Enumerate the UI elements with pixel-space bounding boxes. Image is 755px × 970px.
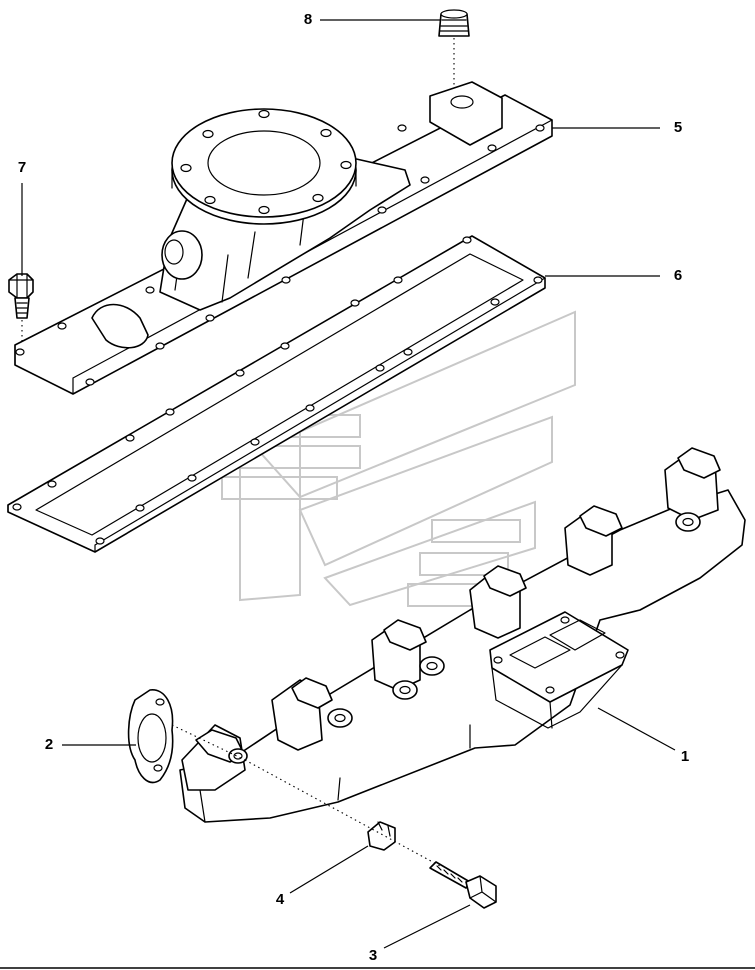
callout-7: 7 [18,159,26,176]
callout-1: 1 [681,748,689,765]
flange-gasket-part-2 [127,689,174,784]
bolt-part-7 [8,273,34,345]
callout-2: 2 [45,736,53,753]
assembly-lines [171,724,441,867]
thermostat-housing-part-5 [14,81,553,395]
callout-8: 8 [304,11,312,28]
lock-plate-part-4 [367,821,396,851]
callout-6: 6 [674,267,682,284]
flange-bolt-part-3 [429,861,497,909]
gasket-part-6 [7,235,546,553]
callout-5: 5 [674,119,682,136]
callout-3: 3 [369,947,377,964]
exhaust-manifold-part-1 [179,447,746,823]
callout-4: 4 [276,891,285,908]
leader-lines [21,19,676,949]
callout-labels: 8 5 7 6 1 2 4 3 [18,11,689,964]
